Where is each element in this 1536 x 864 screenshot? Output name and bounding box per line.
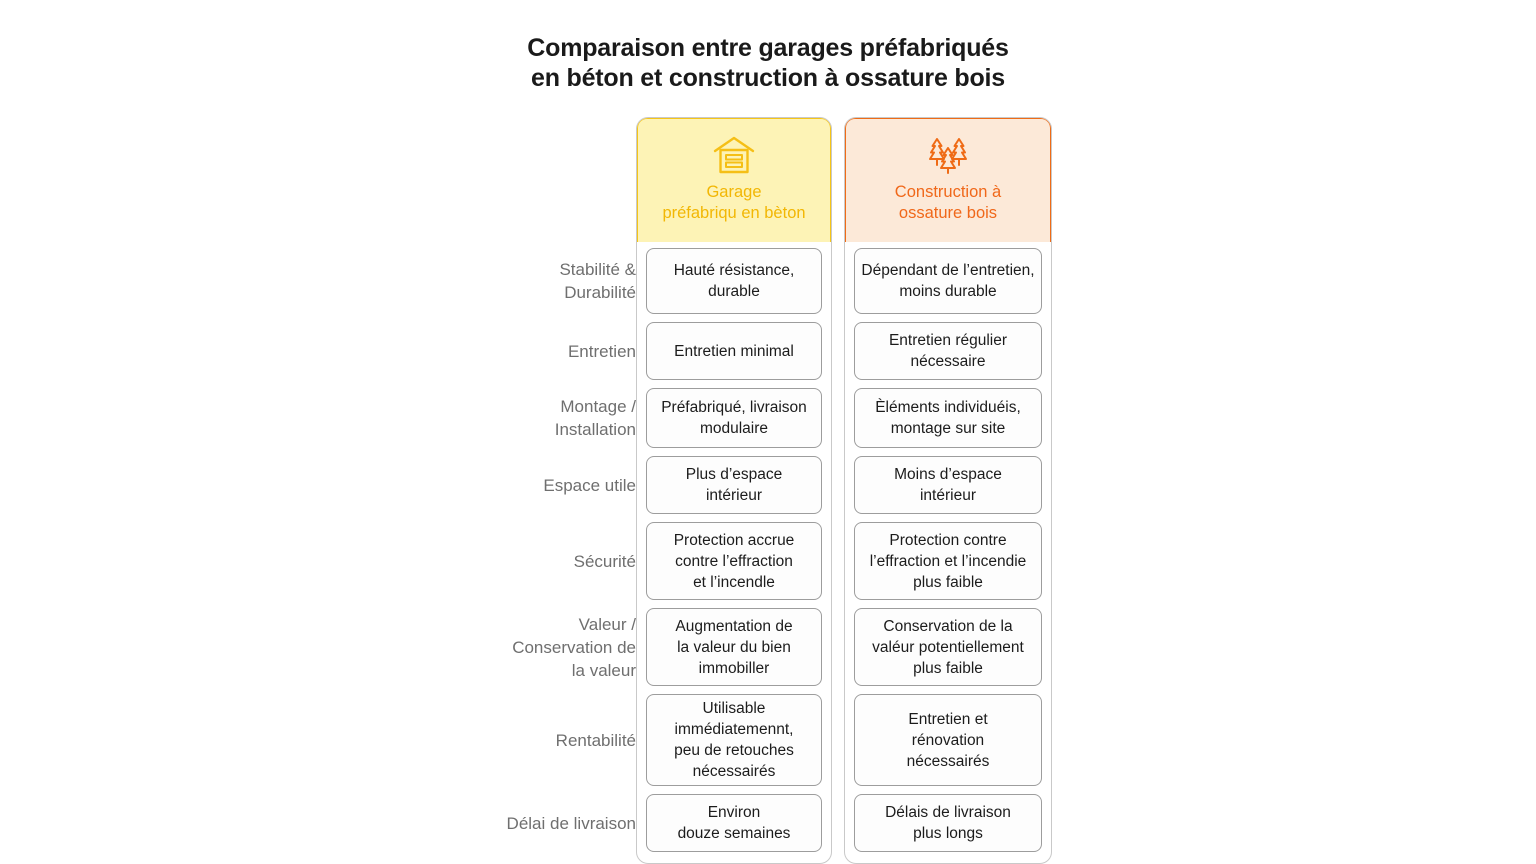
row-label-delai-livraison: Délai de livraison xyxy=(506,813,636,833)
cell-concrete-espace-utile: Plus d’espace intérieur xyxy=(646,456,822,514)
column-wood-frame: Construction à ossature bois Dépendant d… xyxy=(844,117,1052,864)
garage-icon xyxy=(712,132,756,178)
cell-concrete-delai-livraison: Environ douze semaines xyxy=(646,794,822,852)
row-label-stabilite: Stabilité & Durabilité xyxy=(559,260,636,302)
column-header-wood: Construction à ossature bois xyxy=(845,118,1051,242)
column-body-concrete: Hauté résistance, durable Entretien mini… xyxy=(637,242,831,863)
row-label-securite: Sécurité xyxy=(573,551,636,571)
page-title-line-2: en béton et construction à ossature bois xyxy=(530,64,1006,92)
cell-concrete-securite: Protection accrue contre l’effraction et… xyxy=(646,522,822,600)
cell-concrete-rentabilite: Utilisable immédiatemennt, peu de retouc… xyxy=(646,694,822,786)
cell-wood-valeur: Conservation de la valéur potentiellemen… xyxy=(854,608,1042,686)
row-label-espace-utile: Espace utile xyxy=(543,475,636,495)
row-label-montage: Montage / Installation xyxy=(554,397,636,439)
cell-concrete-montage: Préfabriqué, livraison modulaire xyxy=(646,388,822,448)
column-title-wood: Construction à ossature bois xyxy=(894,183,1002,222)
cell-wood-delai-livraison: Délais de livraison plus longs xyxy=(854,794,1042,852)
cell-wood-stabilite: Dépendant de l’entretien, moins durable xyxy=(854,248,1042,314)
row-label-list: Stabilité & Durabilité Entretien Montage… xyxy=(470,248,636,860)
column-body-wood: Dépendant de l’entretien, moins durable … xyxy=(845,242,1051,863)
comparison-columns: Garage préfabriqu en bèton Hauté résista… xyxy=(636,117,1052,864)
row-label-entretien: Entretien xyxy=(567,341,636,361)
cell-wood-rentabilite: Entretien et rénovation nécessairés xyxy=(854,694,1042,786)
cell-wood-espace-utile: Moins d’espace intérieur xyxy=(854,456,1042,514)
pine-trees-icon xyxy=(924,132,972,178)
column-concrete-garage: Garage préfabriqu en bèton Hauté résista… xyxy=(636,117,832,864)
row-label-valeur: Valeur / Conservation de la valeur xyxy=(512,614,636,680)
cell-wood-entretien: Entretien régulier nécessaire xyxy=(854,322,1042,380)
column-header-concrete: Garage préfabriqu en bèton xyxy=(637,118,831,242)
page-title-line-1: Comparaison entre garages préfabriqués xyxy=(527,34,1009,62)
cell-concrete-stabilite: Hauté résistance, durable xyxy=(646,248,822,314)
row-label-rentabilite: Rentabilité xyxy=(555,730,636,750)
cell-wood-montage: Èléments individuéis, montage sur site xyxy=(854,388,1042,448)
cell-concrete-valeur: Augmentation de la valeur du bien immobi… xyxy=(646,608,822,686)
column-title-concrete: Garage préfabriqu en bèton xyxy=(662,183,806,222)
cell-wood-securite: Protection contre l’effraction et l’ince… xyxy=(854,522,1042,600)
cell-concrete-entretien: Entretien minimal xyxy=(646,322,822,380)
page-title: Comparaison entre garages préfabriqués e… xyxy=(0,33,1536,93)
